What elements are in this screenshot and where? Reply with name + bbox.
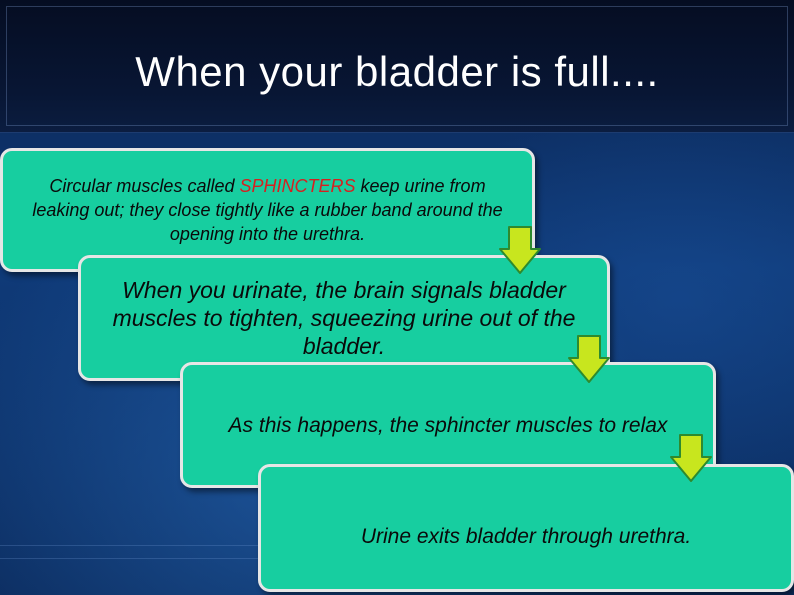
step-4-text: Urine exits bladder through urethra. bbox=[360, 524, 692, 548]
down-arrow-icon bbox=[499, 226, 541, 274]
sphincters-highlight: SPHINCTERS bbox=[239, 176, 356, 196]
step-3-text: As this happens, the sphincter muscles t… bbox=[228, 413, 668, 437]
step-box-1: Circular muscles called SPHINCTERS keep … bbox=[0, 148, 535, 272]
step-2-text: When you urinate, the brain signals blad… bbox=[112, 277, 576, 359]
step-1-text-after: keep urine from leaking out; they close … bbox=[32, 176, 503, 244]
slide-title: When your bladder is full.... bbox=[135, 48, 659, 95]
step-box-2: When you urinate, the brain signals blad… bbox=[78, 255, 610, 381]
down-arrow-icon bbox=[568, 335, 610, 383]
title-bar: When your bladder is full.... bbox=[0, 0, 794, 133]
step-1-text-before: Circular muscles called bbox=[49, 176, 240, 196]
down-arrow-icon bbox=[670, 434, 712, 482]
title-frame bbox=[6, 6, 788, 126]
step-1-text: Circular muscles called SPHINCTERS keep … bbox=[21, 174, 514, 246]
step-box-4: Urine exits bladder through urethra. bbox=[258, 464, 794, 592]
